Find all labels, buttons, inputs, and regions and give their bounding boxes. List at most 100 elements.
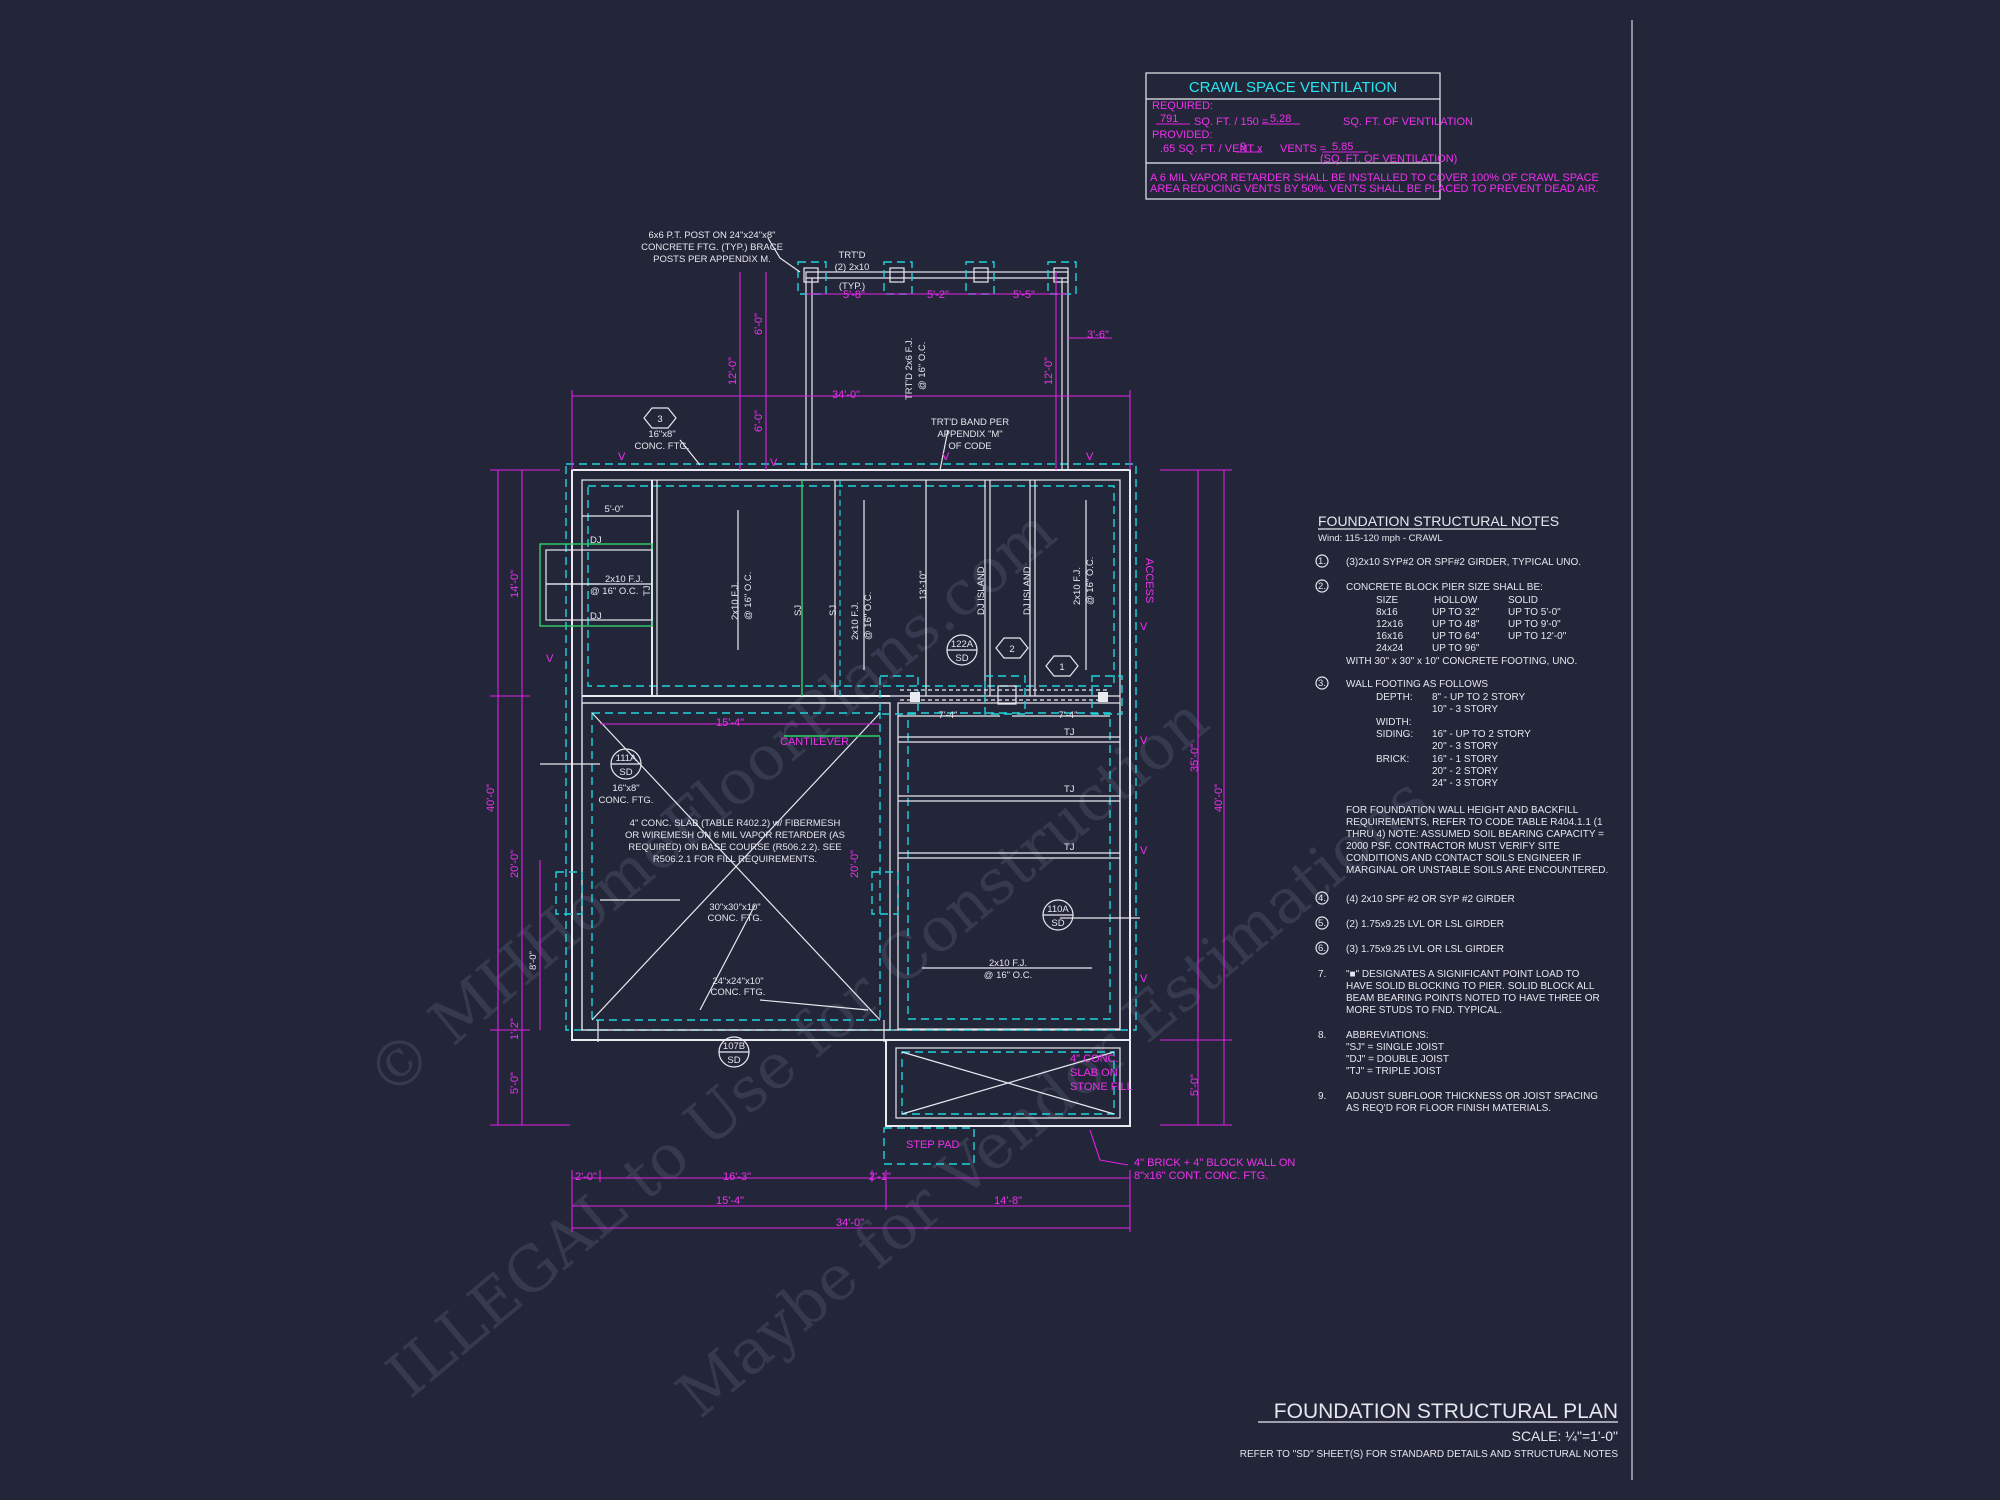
dim-16-3: 16'-3"	[723, 1171, 751, 1183]
trtd-note-2: (2) 2x10	[835, 262, 870, 273]
pier-head-size: SIZE	[1376, 595, 1399, 606]
band-note-2: APPENDIX "M"	[937, 429, 1002, 440]
brick-3: 24" - 3 STORY	[1432, 778, 1498, 789]
pier-r2-solid: UP TO 9'-0"	[1508, 619, 1561, 630]
deck-joist-2: @ 16" O.C.	[917, 342, 928, 390]
dim-3-6: 3'-6"	[1087, 329, 1109, 341]
note-9-2: AS REQ'D FOR FLOOR FINISH MATERIALS.	[1346, 1103, 1551, 1114]
plan-scale: SCALE: ¼"=1'-0"	[1512, 1428, 1618, 1444]
note-6: (3) 1.75x9.25 LVL OR LSL GIRDER	[1346, 944, 1504, 955]
dim-5-bottom-left: 5'-0"	[509, 1072, 521, 1094]
vent-mark: V	[770, 457, 778, 469]
svg-text:122A: 122A	[951, 639, 974, 650]
band-note-3: OF CODE	[948, 441, 991, 452]
backfill-1: FOR FOUNDATION WALL HEIGHT AND BACKFILL	[1346, 805, 1579, 816]
siding-2: 20" - 3 STORY	[1432, 741, 1498, 752]
section-tag-111a: 111A SD	[610, 748, 642, 780]
pier-r3-size: 16x16	[1376, 631, 1404, 642]
backfill-2: REQUIREMENTS, REFER TO CODE TABLE R404.1…	[1346, 817, 1603, 828]
dim-14-8: 14'-8"	[994, 1195, 1022, 1207]
pier-head-hollow: HOLLOW	[1434, 595, 1478, 606]
fj-c-2: @ 16" O.C.	[1085, 557, 1096, 605]
pier-r2-hollow: UP TO 48"	[1432, 619, 1480, 630]
sj-label-1: SJ	[793, 605, 804, 616]
cantilever-label: CANTILEVER	[780, 736, 849, 748]
brick-2: 20" - 2 STORY	[1432, 766, 1498, 777]
dim-5-8: 5'-8"	[843, 289, 865, 301]
trtd-note-3: (TYP.)	[839, 281, 865, 292]
svg-text:1: 1	[1059, 662, 1064, 673]
plan-title: FOUNDATION STRUCTURAL PLAN	[1274, 1400, 1618, 1423]
backfill-5: CONDITIONS AND CONTACT SOILS ENGINEER IF	[1346, 853, 1581, 864]
depth-2: 10" - 3 STORY	[1432, 704, 1498, 715]
pier-r1-hollow: UP TO 32"	[1432, 607, 1480, 618]
dim-5-2: 5'-2"	[927, 289, 949, 301]
pier-r1-size: 8x16	[1376, 607, 1398, 618]
tj-label-1: TJ	[642, 585, 653, 596]
dim-35: 35'-0"	[1189, 744, 1201, 772]
dim-bottom-34: 34'-0"	[836, 1217, 864, 1229]
fj-a-1: 2x10 F.J.	[730, 582, 741, 620]
provided-text: .65 SQ. FT. / VENT x	[1160, 143, 1263, 155]
vent-mark: V	[1140, 735, 1148, 747]
abbr-dj: "DJ" = DOUBLE JOIST	[1346, 1054, 1449, 1065]
stone-slab-3: STONE FILL	[1070, 1081, 1133, 1093]
dim-8: 8'-0"	[528, 951, 539, 970]
hex-tag-2: 2	[995, 637, 1029, 659]
vent-mark: V	[1140, 621, 1148, 633]
note-num-9: 9.	[1318, 1091, 1326, 1102]
ftg-30-2: CONC. FTG.	[708, 913, 763, 924]
dim-1-2: 1'-2"	[509, 1018, 521, 1040]
ftg-30-1: 30"x30"x10"	[709, 902, 760, 913]
svg-text:111A: 111A	[616, 753, 637, 764]
required-label: REQUIRED:	[1152, 100, 1213, 112]
slab-note-1: 4" CONC. SLAB (TABLE R402.2) w/ FIBERMES…	[630, 818, 841, 829]
dim-6-b: 6'-0"	[753, 410, 765, 432]
plan-refer: REFER TO "SD" SHEET(S) FOR STANDARD DETA…	[1240, 1449, 1619, 1460]
dim-7-4-a: 7'-4"	[939, 710, 958, 721]
note-num-6: 6.	[1318, 943, 1326, 954]
siding-label: SIDING:	[1376, 729, 1413, 740]
required-mid: SQ. FT. / 150 =	[1194, 116, 1268, 128]
backfill-4: 2000 PSF. CONTRACTOR MUST VERIFY SITE	[1346, 841, 1560, 852]
provided-vents-label: VENTS =	[1280, 143, 1326, 155]
fj-a-2: @ 16" O.C.	[743, 572, 754, 620]
vent-note-2: AREA REDUCING VENTS BY 50%. VENTS SHALL …	[1150, 183, 1599, 195]
note-num-7: 7.	[1318, 969, 1326, 980]
post-note-2: CONCRETE FTG. (TYP.) BRACE	[641, 242, 783, 253]
note-num-8: 8.	[1318, 1030, 1326, 1041]
pier-r3-solid: UP TO 12'-0"	[1508, 631, 1567, 642]
pier-note: WITH 30" x 30" x 10" CONCRETE FOOTING, U…	[1346, 656, 1577, 667]
brick-label: BRICK:	[1376, 754, 1409, 765]
provided-result: 5.85	[1332, 141, 1353, 153]
notes-subtitle: Wind: 115-120 mph - CRAWL	[1318, 533, 1443, 544]
hex-tag-1: 1	[1045, 655, 1079, 677]
section-tag-122a: 122A SD	[946, 634, 978, 666]
note-num-3: 3.	[1318, 678, 1326, 689]
dim-15-4-b: 15'-4"	[716, 1195, 744, 1207]
note-2: CONCRETE BLOCK PIER SIZE SHALL BE:	[1346, 582, 1543, 593]
vent-mark: V	[618, 451, 626, 463]
vent-note-1: A 6 MIL VAPOR RETARDER SHALL BE INSTALLE…	[1150, 172, 1599, 184]
note-1: (3)2x10 SYP#2 OR SPF#2 GIRDER, TYPICAL U…	[1346, 557, 1581, 568]
post-note-1: 6x6 P.T. POST ON 24"x24"x8"	[649, 230, 776, 241]
note-7-1: "■" DESIGNATES A SIGNIFICANT POINT LOAD …	[1346, 969, 1580, 980]
svg-text:SD: SD	[1051, 918, 1064, 929]
brick-1: 16" - 1 STORY	[1432, 754, 1498, 765]
hex3-ftg-2: CONC. FTG.	[635, 441, 690, 452]
siding-1: 16" - UP TO 2 STORY	[1432, 729, 1531, 740]
note-9-1: ADJUST SUBFLOOR THICKNESS OR JOIST SPACI…	[1346, 1091, 1598, 1102]
required-unit: SQ. FT. OF VENTILATION	[1343, 116, 1473, 128]
pier-r4-size: 24x24	[1376, 643, 1404, 654]
vent-mark: V	[1086, 451, 1094, 463]
fj-e-1: 2x10 F.J.	[989, 958, 1027, 969]
deck-joist-1: TRT'D 2x6 F.J.	[904, 338, 915, 400]
dj-island-2: DJ ISLAND	[1022, 566, 1033, 615]
fj-d-1: 2x10 F.J.	[605, 574, 643, 585]
pier-r1-solid: UP TO 5'-0"	[1508, 607, 1561, 618]
slab-note-2: OR WIREMESH ON 6 MIL VAPOR RETARDER (AS	[625, 830, 845, 841]
depth-label: DEPTH:	[1376, 692, 1413, 703]
dimensions	[490, 272, 1232, 1232]
slab-note-3: REQUIRED) ON BASE COURSE (R506.2.2). SEE	[628, 842, 841, 853]
note-7-2: HAVE SOLID BLOCKING TO PIER. SOLID BLOCK…	[1346, 981, 1595, 992]
